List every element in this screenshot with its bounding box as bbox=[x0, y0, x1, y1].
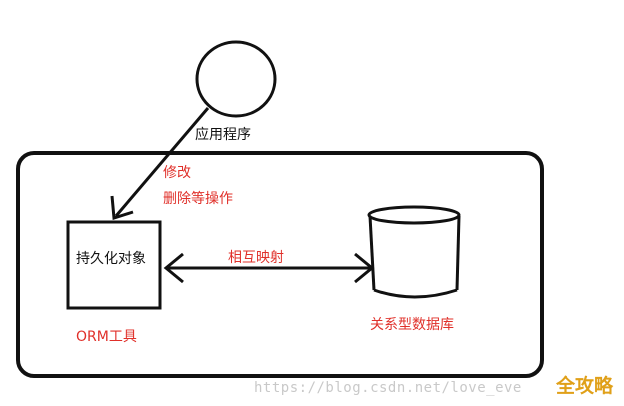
mapping-label: 相互映射 bbox=[228, 250, 284, 266]
persistent-object-label: 持久化对象 bbox=[76, 251, 146, 267]
operation-label-line1: 修改 bbox=[163, 165, 191, 181]
operation-arrow bbox=[110, 107, 210, 220]
application-node bbox=[195, 40, 277, 118]
orm-tool-label: ORM工具 bbox=[76, 329, 137, 345]
database-cylinder bbox=[367, 205, 461, 299]
watermark-url: https://blog.csdn.net/love_eve bbox=[254, 380, 522, 396]
watermark-badge: 全攻略 bbox=[556, 375, 614, 397]
application-label: 应用程序 bbox=[195, 127, 251, 143]
orm-tool-container bbox=[16, 151, 544, 378]
database-label: 关系型数据库 bbox=[370, 317, 454, 333]
persistent-object-box bbox=[66, 220, 162, 310]
operation-label-line2: 删除等操作 bbox=[163, 191, 233, 207]
